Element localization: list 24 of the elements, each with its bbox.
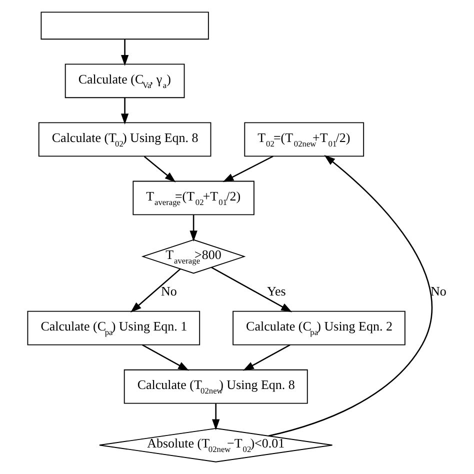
node-box: Calculate (C$_{pa}$) Using Eqn. 1 <box>27 310 200 346</box>
arrow <box>211 266 292 312</box>
edge-label: No <box>430 284 446 299</box>
node-diamond: T$_{average}$>800 <box>141 239 246 274</box>
node-diamond: Absolute (T$_{02new}$−T$_{02}$)<0.01 <box>99 428 333 462</box>
node-box <box>40 12 209 40</box>
node-box: T$_{average}$=(T$_{02}$+T$_{01}$/2) <box>132 180 254 216</box>
arrow <box>190 215 198 242</box>
node-box: Calculate (T$_{02new}$) Using Eqn. 8 <box>124 369 308 404</box>
node-box: Calculate (T$_{02}$) Using Eqn. 8 <box>38 122 212 157</box>
arrow <box>212 404 220 430</box>
arrow <box>120 39 129 66</box>
arrow <box>120 98 129 125</box>
node-box: Calculate (C$_{Va}$, γ$_{a}$) <box>64 64 185 98</box>
arrow <box>222 156 274 182</box>
edge-label: No <box>161 284 177 299</box>
arrow <box>130 268 181 312</box>
arrow <box>268 155 432 437</box>
edge-label: Yes <box>266 284 286 299</box>
arrow <box>142 344 190 371</box>
arrow <box>144 156 176 182</box>
node-box: Calculate (C$_{pa}$) Using Eqn. 2 <box>232 310 406 346</box>
arrow <box>242 344 290 371</box>
node-box: T$_{02}$=(T$_{02new}$+T$_{01}$/2) <box>244 122 364 157</box>
